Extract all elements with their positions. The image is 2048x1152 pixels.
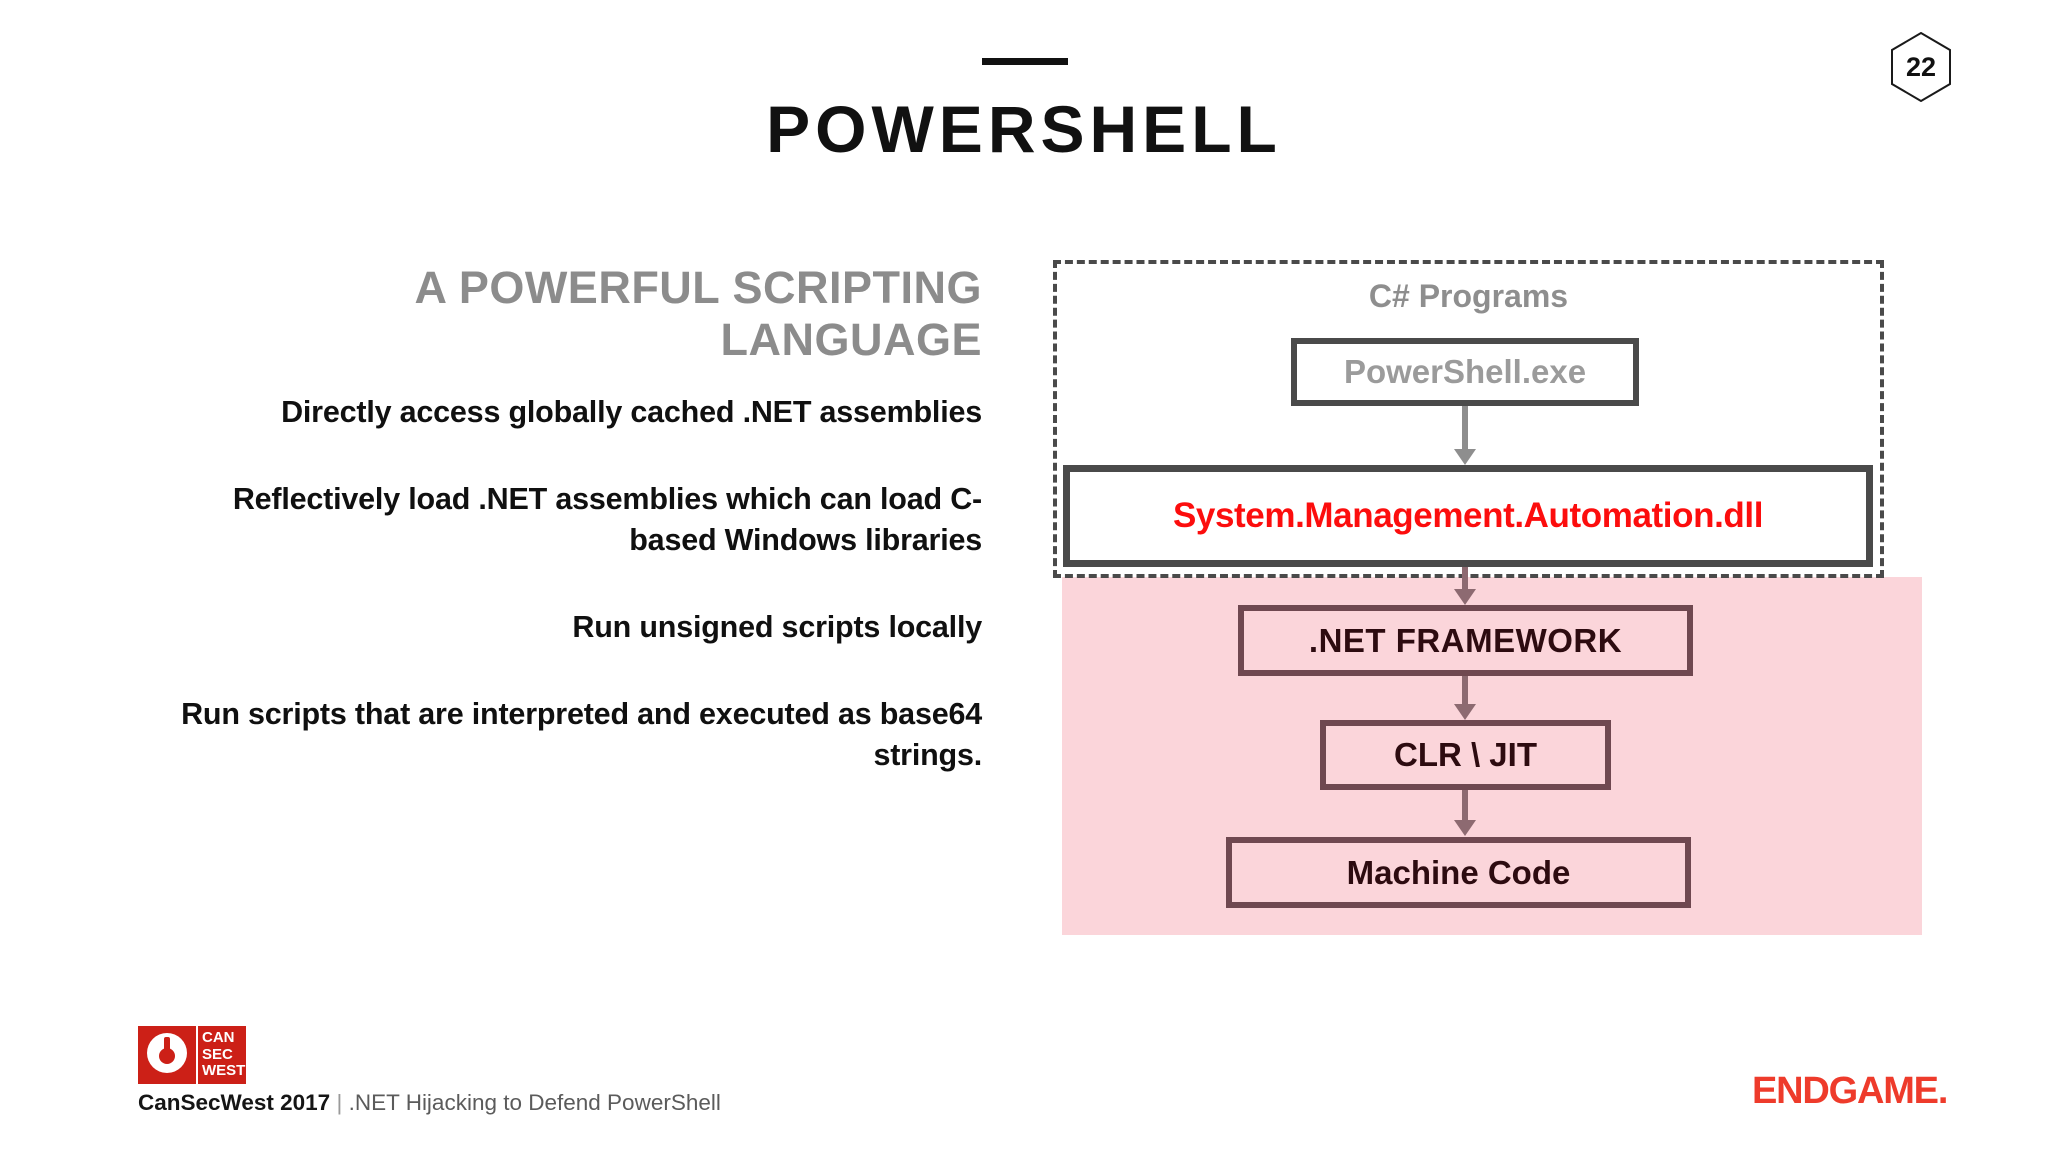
arrow-head-icon — [1454, 589, 1476, 605]
footer-caption: CanSecWest 2017 | .NET Hijacking to Defe… — [138, 1090, 721, 1115]
csharp-programs-container — [1053, 260, 1884, 578]
node-machine-code: Machine Code — [1226, 837, 1691, 908]
arrow-head-icon — [1454, 704, 1476, 720]
bullet-paragraph-2: Reflectively load .NET assemblies which … — [232, 481, 982, 557]
node-clr-jit: CLR \ JIT — [1320, 720, 1611, 790]
node-powershell-exe: PowerShell.exe — [1291, 338, 1639, 406]
left-content-column: A POWERFUL SCRIPTING LANGUAGE Directly a… — [160, 262, 982, 777]
node-automation-dll: System.Management.Automation.dll — [1063, 465, 1873, 567]
page-title: POWERSHELL — [766, 92, 1282, 166]
arrow-clr-to-machine-code — [1454, 790, 1476, 836]
endgame-brand-logo: ENDGAME. — [1752, 1070, 1948, 1112]
page-number-badge: 22 — [1890, 32, 1952, 102]
cansecwest-logo: CAN SEC WEST — [138, 1026, 246, 1084]
power-bar-shape — [164, 1037, 170, 1054]
arrow-framework-to-clr — [1454, 676, 1476, 720]
power-dot-shape — [159, 1048, 175, 1064]
csharp-programs-label: C# Programs — [1368, 278, 1569, 314]
page-number-text: 22 — [1905, 51, 1937, 82]
footer-talk-title: .NET Hijacking to Defend PowerShell — [348, 1090, 721, 1115]
section-heading: A POWERFUL SCRIPTING LANGUAGE — [414, 262, 982, 365]
bullet-paragraph-3: Run unsigned scripts locally — [572, 610, 982, 645]
arrow-dll-to-framework — [1454, 567, 1476, 605]
architecture-diagram: C# Programs PowerShell.exe System.Manage… — [1053, 260, 1922, 950]
logo-line-west: WEST — [202, 1062, 246, 1079]
title-rule — [982, 58, 1068, 65]
bullet-paragraph-4: Run scripts that are interpreted and exe… — [181, 697, 982, 773]
arrow-head-icon — [1454, 820, 1476, 836]
footer-conference-name: CanSecWest 2017 — [138, 1090, 331, 1115]
arrow-head-icon — [1454, 449, 1476, 465]
arrow-powershell-to-dll — [1454, 406, 1476, 465]
bullet-paragraph-1: Directly access globally cached .NET ass… — [281, 394, 982, 429]
hexagon-icon — [1891, 32, 1951, 102]
power-symbol-icon — [138, 1026, 196, 1084]
logo-line-sec: SEC — [202, 1045, 233, 1063]
cansecwest-wordmark: CAN SEC WEST — [198, 1026, 246, 1084]
logo-line-can: CAN — [202, 1029, 235, 1046]
footer-separator: | — [336, 1090, 343, 1115]
node-net-framework: .NET FRAMEWORK — [1238, 605, 1693, 676]
